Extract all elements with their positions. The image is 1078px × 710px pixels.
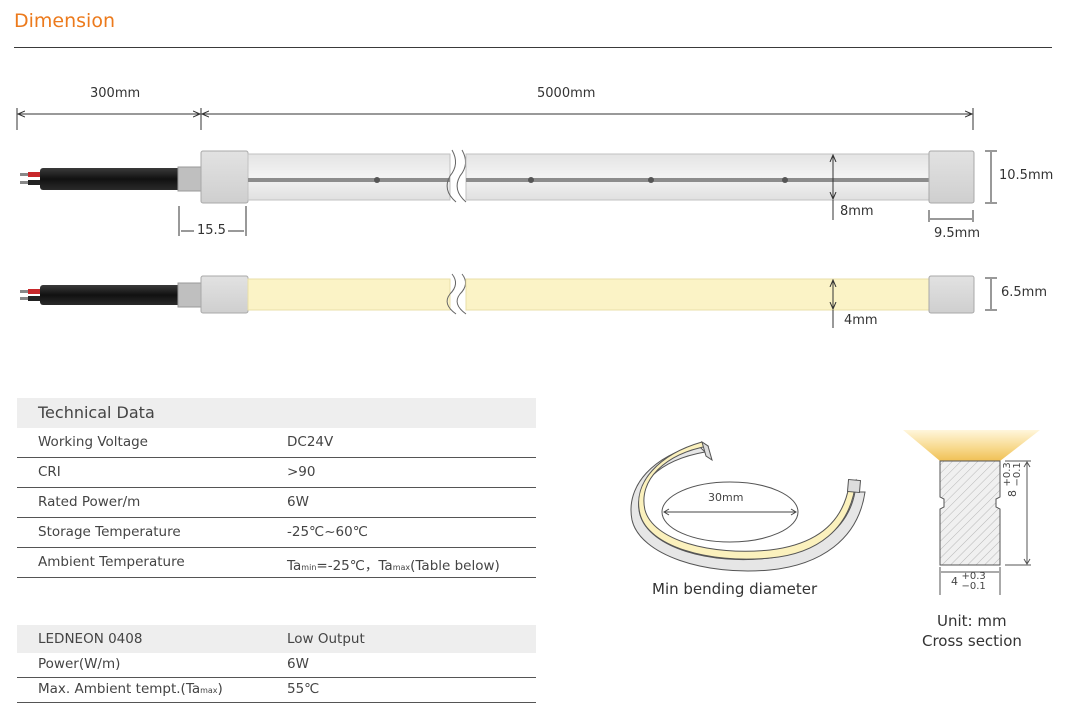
row-label: Ambient Temperature <box>38 554 185 570</box>
model-name: LEDNEON 0408 <box>38 631 143 647</box>
height-bottom-label: 6.5mm <box>1001 285 1048 300</box>
strip-length-label: 5000mm <box>537 86 596 101</box>
height-top-label: 10.5mm <box>999 168 1054 183</box>
row-label: Rated Power/m <box>38 494 141 510</box>
row-label: Storage Temperature <box>38 524 181 540</box>
row-label: CRI <box>38 464 61 480</box>
row-label: Power(W/m) <box>38 656 121 672</box>
strip-drawings <box>16 108 997 328</box>
cross-section-diagram <box>903 430 1040 595</box>
table-row: Ambient Temperature Tamin=-25℃，Tamax(Tab… <box>17 548 536 578</box>
table-row: CRI >90 <box>17 458 536 488</box>
technical-data-title: Technical Data <box>38 403 155 422</box>
table-row: Power(W/m) 6W <box>17 653 536 678</box>
table-row: Storage Temperature -25℃~60℃ <box>17 518 536 548</box>
inner-top-label: 8mm <box>840 204 874 219</box>
unit-label: Unit: mm <box>937 612 1007 630</box>
inner-bottom-label: 4mm <box>844 313 878 328</box>
model-output: Low Output <box>287 631 365 647</box>
model-table: LEDNEON 0408 Low Output Power(W/m) 6W Ma… <box>17 625 536 703</box>
row-value: Tamin=-25℃，Tamax(Table below) <box>287 558 500 574</box>
cross-width-tolerance: 4 +0.3−0.1 <box>951 571 986 592</box>
length-dimension <box>16 108 974 130</box>
row-value: DC24V <box>287 434 334 450</box>
table-row: Working Voltage DC24V <box>17 428 536 458</box>
lead-length-label: 300mm <box>90 86 141 101</box>
technical-data-header: Technical Data <box>17 398 536 428</box>
row-value: 6W <box>287 494 309 510</box>
row-label: Max. Ambient tempt.(Tamax) <box>38 681 223 697</box>
cross-section-caption: Cross section <box>922 632 1022 650</box>
row-value: >90 <box>287 464 316 480</box>
bending-diagram <box>630 440 866 572</box>
connector-inset-label: 15.5 <box>197 223 226 238</box>
row-value: -25℃~60℃ <box>287 524 368 540</box>
cross-height-tolerance: 8 +0.3−0.1 <box>1002 462 1023 497</box>
row-label: Working Voltage <box>38 434 148 450</box>
section-title: Dimension <box>14 10 115 32</box>
technical-data-table: Technical Data Working Voltage DC24V CRI… <box>17 398 536 578</box>
cap-width-label: 9.5mm <box>934 226 981 241</box>
strip-bottom <box>20 273 997 328</box>
table-row: Max. Ambient tempt.(Tamax) 55℃ <box>17 678 536 703</box>
model-header: LEDNEON 0408 Low Output <box>17 625 536 653</box>
title-divider <box>14 47 1052 48</box>
bending-caption: Min bending diameter <box>652 580 818 598</box>
row-value: 55℃ <box>287 681 320 697</box>
table-row: Rated Power/m 6W <box>17 488 536 518</box>
row-value: 6W <box>287 656 309 672</box>
strip-top <box>20 149 997 236</box>
bending-diameter-label: 30mm <box>708 491 744 504</box>
